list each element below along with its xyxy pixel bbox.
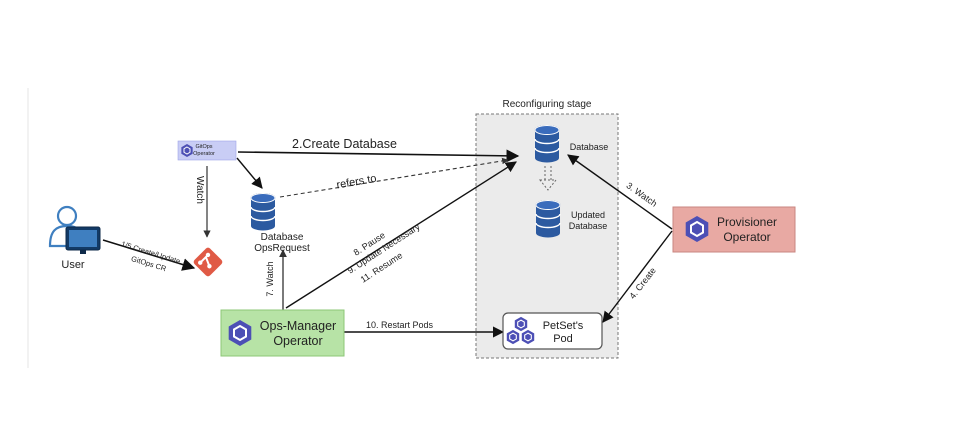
updated-database-line2: Database [569,221,608,231]
updated-database-node: Updated Database [535,199,608,239]
label-restart-pods: 10. Restart Pods [366,320,434,330]
database-icon [534,124,560,164]
user-label: User [61,259,85,271]
edge-refers-to [279,157,509,198]
database-icon [250,192,276,232]
petset-pod-node: PetSet's Pod [502,312,603,350]
ops-request-node: Database OpsRequest [250,192,310,254]
provisioner-line1: Provisioner [717,215,777,229]
edge-pause-update-resume [285,161,517,309]
gitops-operator-node: GitOps Operator [177,140,237,161]
label-watch-opsrequest: 7. Watch [265,261,275,296]
provisioner-line2: Operator [723,230,770,244]
database-label: Database [570,142,609,152]
edge-create-update-cr [102,239,196,271]
edge-database-to-updated [538,166,558,191]
database-node: Database [534,124,609,164]
petset-pod-line1: PetSet's [543,320,584,332]
label-refers-to: refers to [336,173,378,192]
ops-manager-line1: Ops-Manager [260,319,336,333]
edge-create-provisioner [602,230,673,323]
user-node: User [48,205,101,271]
git-icon [193,247,223,277]
label-watch-provisioner: 3. Watch [624,180,659,208]
updated-database-line1: Updated [571,210,605,220]
database-icon [535,199,561,239]
gitops-operator-line1: GitOps [195,144,212,150]
user-icon [48,205,101,254]
ops-request-line1: Database [261,232,304,243]
edge-watch-provisioner [567,154,673,230]
gitops-operator-line2: Operator [193,151,215,157]
petset-pod-line2: Pod [553,333,573,345]
ops-request-line2: OpsRequest [254,243,310,254]
reconfiguring-stage-label: Reconfiguring stage [503,99,592,110]
label-create-database: 2.Create Database [292,137,397,151]
edges [102,149,673,338]
git-repo-node [193,247,223,277]
edge-gitops-to-opsrequest [236,157,263,189]
edge-create-database [237,149,520,163]
ops-manager-line2: Operator [273,334,322,348]
label-watch-gitops: Watch [194,176,205,204]
ops-manager-operator-node: Ops-Manager Operator [220,309,345,357]
provisioner-operator-node: Provisioner Operator [672,206,796,253]
